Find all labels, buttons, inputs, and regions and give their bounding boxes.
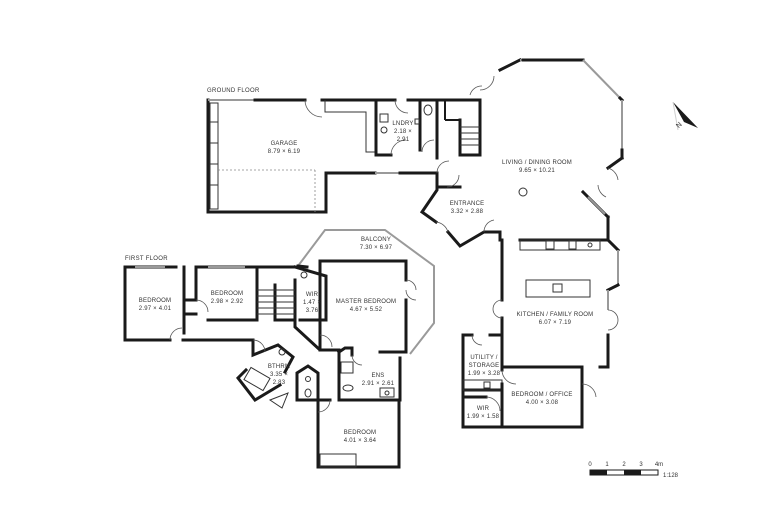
room-dims: 4.00 × 3.08 bbox=[525, 400, 559, 406]
room-name: ENTRANCE bbox=[449, 201, 485, 207]
room-wir-first: WIR 1.47 × 3.76 bbox=[303, 291, 321, 315]
room-garage: GARAGE 8.79 × 6.19 bbox=[268, 140, 300, 156]
room-name-2: STORAGE bbox=[468, 363, 500, 369]
bottom-bedroom-walls bbox=[316, 398, 401, 469]
scale-tick-0: 0 bbox=[588, 462, 592, 468]
room-dims-2: 2.91 bbox=[396, 137, 410, 143]
room-kitchen-family: KITCHEN / FAMILY ROOM 6.07 × 7.19 bbox=[517, 311, 594, 327]
room-name: MASTER BEDROOM bbox=[335, 299, 397, 305]
wc-walls bbox=[295, 364, 332, 402]
room-dims: 7.30 × 6.97 bbox=[359, 245, 393, 251]
first-floor-label: FIRST FLOOR bbox=[125, 256, 168, 262]
room-name: BEDROOM / OFFICE bbox=[511, 392, 573, 398]
north-arrow-icon: N bbox=[668, 100, 704, 136]
room-dims: 4.01 × 3.64 bbox=[343, 438, 377, 444]
room-name: WIR bbox=[305, 292, 319, 298]
room-dims: 1.99 × 3.28 bbox=[467, 371, 501, 377]
room-name: GARAGE bbox=[270, 141, 298, 147]
scale-bar bbox=[589, 469, 659, 476]
ensuite-walls bbox=[336, 346, 402, 402]
room-name: WIR bbox=[476, 406, 490, 412]
room-dims-2: 3.76 bbox=[305, 308, 319, 314]
room-name: BEDROOM bbox=[138, 298, 172, 304]
room-dims: 9.65 × 10.21 bbox=[519, 168, 555, 174]
room-dims: 3.32 × 2.88 bbox=[450, 209, 484, 215]
room-name: BALCONY bbox=[360, 237, 392, 243]
living-room-walls bbox=[469, 57, 625, 242]
room-laundry: LNDRY 2.18 × 2.91 bbox=[392, 120, 413, 144]
room-utility-storage: UTILITY / STORAGE 1.99 × 3.28 bbox=[468, 354, 500, 378]
entrance-walls bbox=[419, 160, 502, 248]
room-balcony: BALCONY 7.30 × 6.97 bbox=[360, 236, 392, 252]
room-name: BEDROOM bbox=[210, 291, 244, 297]
room-wir-ground: WIR 1.99 × 1.58 bbox=[467, 405, 499, 421]
room-dims: 3.35 × bbox=[269, 372, 289, 378]
room-dims: 4.67 × 5.52 bbox=[349, 307, 383, 313]
room-ensuite: ENS 2.91 × 2.61 bbox=[362, 372, 394, 388]
room-dims: 1.99 × 1.58 bbox=[466, 414, 500, 420]
ground-stairs bbox=[438, 98, 482, 157]
room-bedroom-1: BEDROOM 2.97 × 4.01 bbox=[139, 297, 171, 313]
room-bedroom-3: BEDROOM 4.01 × 3.64 bbox=[344, 429, 376, 445]
scale-tick-4: 4m bbox=[654, 462, 664, 468]
room-bathroom: BTHRM 3.35 × 2.83 bbox=[268, 363, 290, 387]
garage-walls bbox=[206, 98, 439, 214]
room-master-bedroom: MASTER BEDROOM 4.67 × 5.52 bbox=[336, 298, 396, 314]
master-bedroom-walls bbox=[293, 259, 417, 354]
room-entrance: ENTRANCE 3.32 × 2.88 bbox=[450, 200, 485, 216]
room-dims: 2.91 × 2.61 bbox=[361, 381, 395, 387]
room-name: LNDRY bbox=[392, 121, 414, 127]
room-name: LIVING / DINING ROOM bbox=[501, 160, 573, 166]
room-dims: 2.98 × 2.92 bbox=[210, 299, 244, 305]
room-name: BEDROOM bbox=[343, 430, 377, 436]
room-bedroom-2: BEDROOM 2.98 × 2.92 bbox=[211, 290, 243, 306]
scale-tick-3: 3 bbox=[639, 462, 643, 468]
room-dims: 6.07 × 7.19 bbox=[538, 320, 572, 326]
room-dims: 2.18 × bbox=[393, 129, 413, 135]
room-name: KITCHEN / FAMILY ROOM bbox=[516, 312, 594, 318]
room-dims: 8.79 × 6.19 bbox=[267, 149, 301, 155]
room-bedroom-office: BEDROOM / OFFICE 4.00 × 3.08 bbox=[511, 391, 572, 407]
scale-tick-1: 1 bbox=[605, 462, 609, 468]
room-name: UTILITY / bbox=[470, 355, 498, 361]
ground-floor-label: GROUND FLOOR bbox=[207, 88, 260, 94]
room-name: BTHRM bbox=[267, 364, 291, 370]
scale-ratio: 1:128 bbox=[663, 473, 679, 479]
balcony-walls bbox=[296, 229, 435, 355]
scale-tick-2: 2 bbox=[622, 462, 626, 468]
room-dims-2: 2.83 bbox=[272, 380, 286, 386]
kitchen-walls bbox=[492, 237, 621, 372]
bathroom-walls bbox=[236, 338, 295, 409]
room-name: ENS bbox=[371, 373, 385, 379]
room-dims: 2.97 × 4.01 bbox=[138, 306, 172, 312]
room-dims: 1.47 × bbox=[302, 300, 322, 306]
room-living-dining: LIVING / DINING ROOM 9.65 × 10.21 bbox=[502, 159, 572, 175]
utility-bedroom-office-walls bbox=[461, 333, 597, 429]
laundry-walls bbox=[374, 98, 442, 160]
